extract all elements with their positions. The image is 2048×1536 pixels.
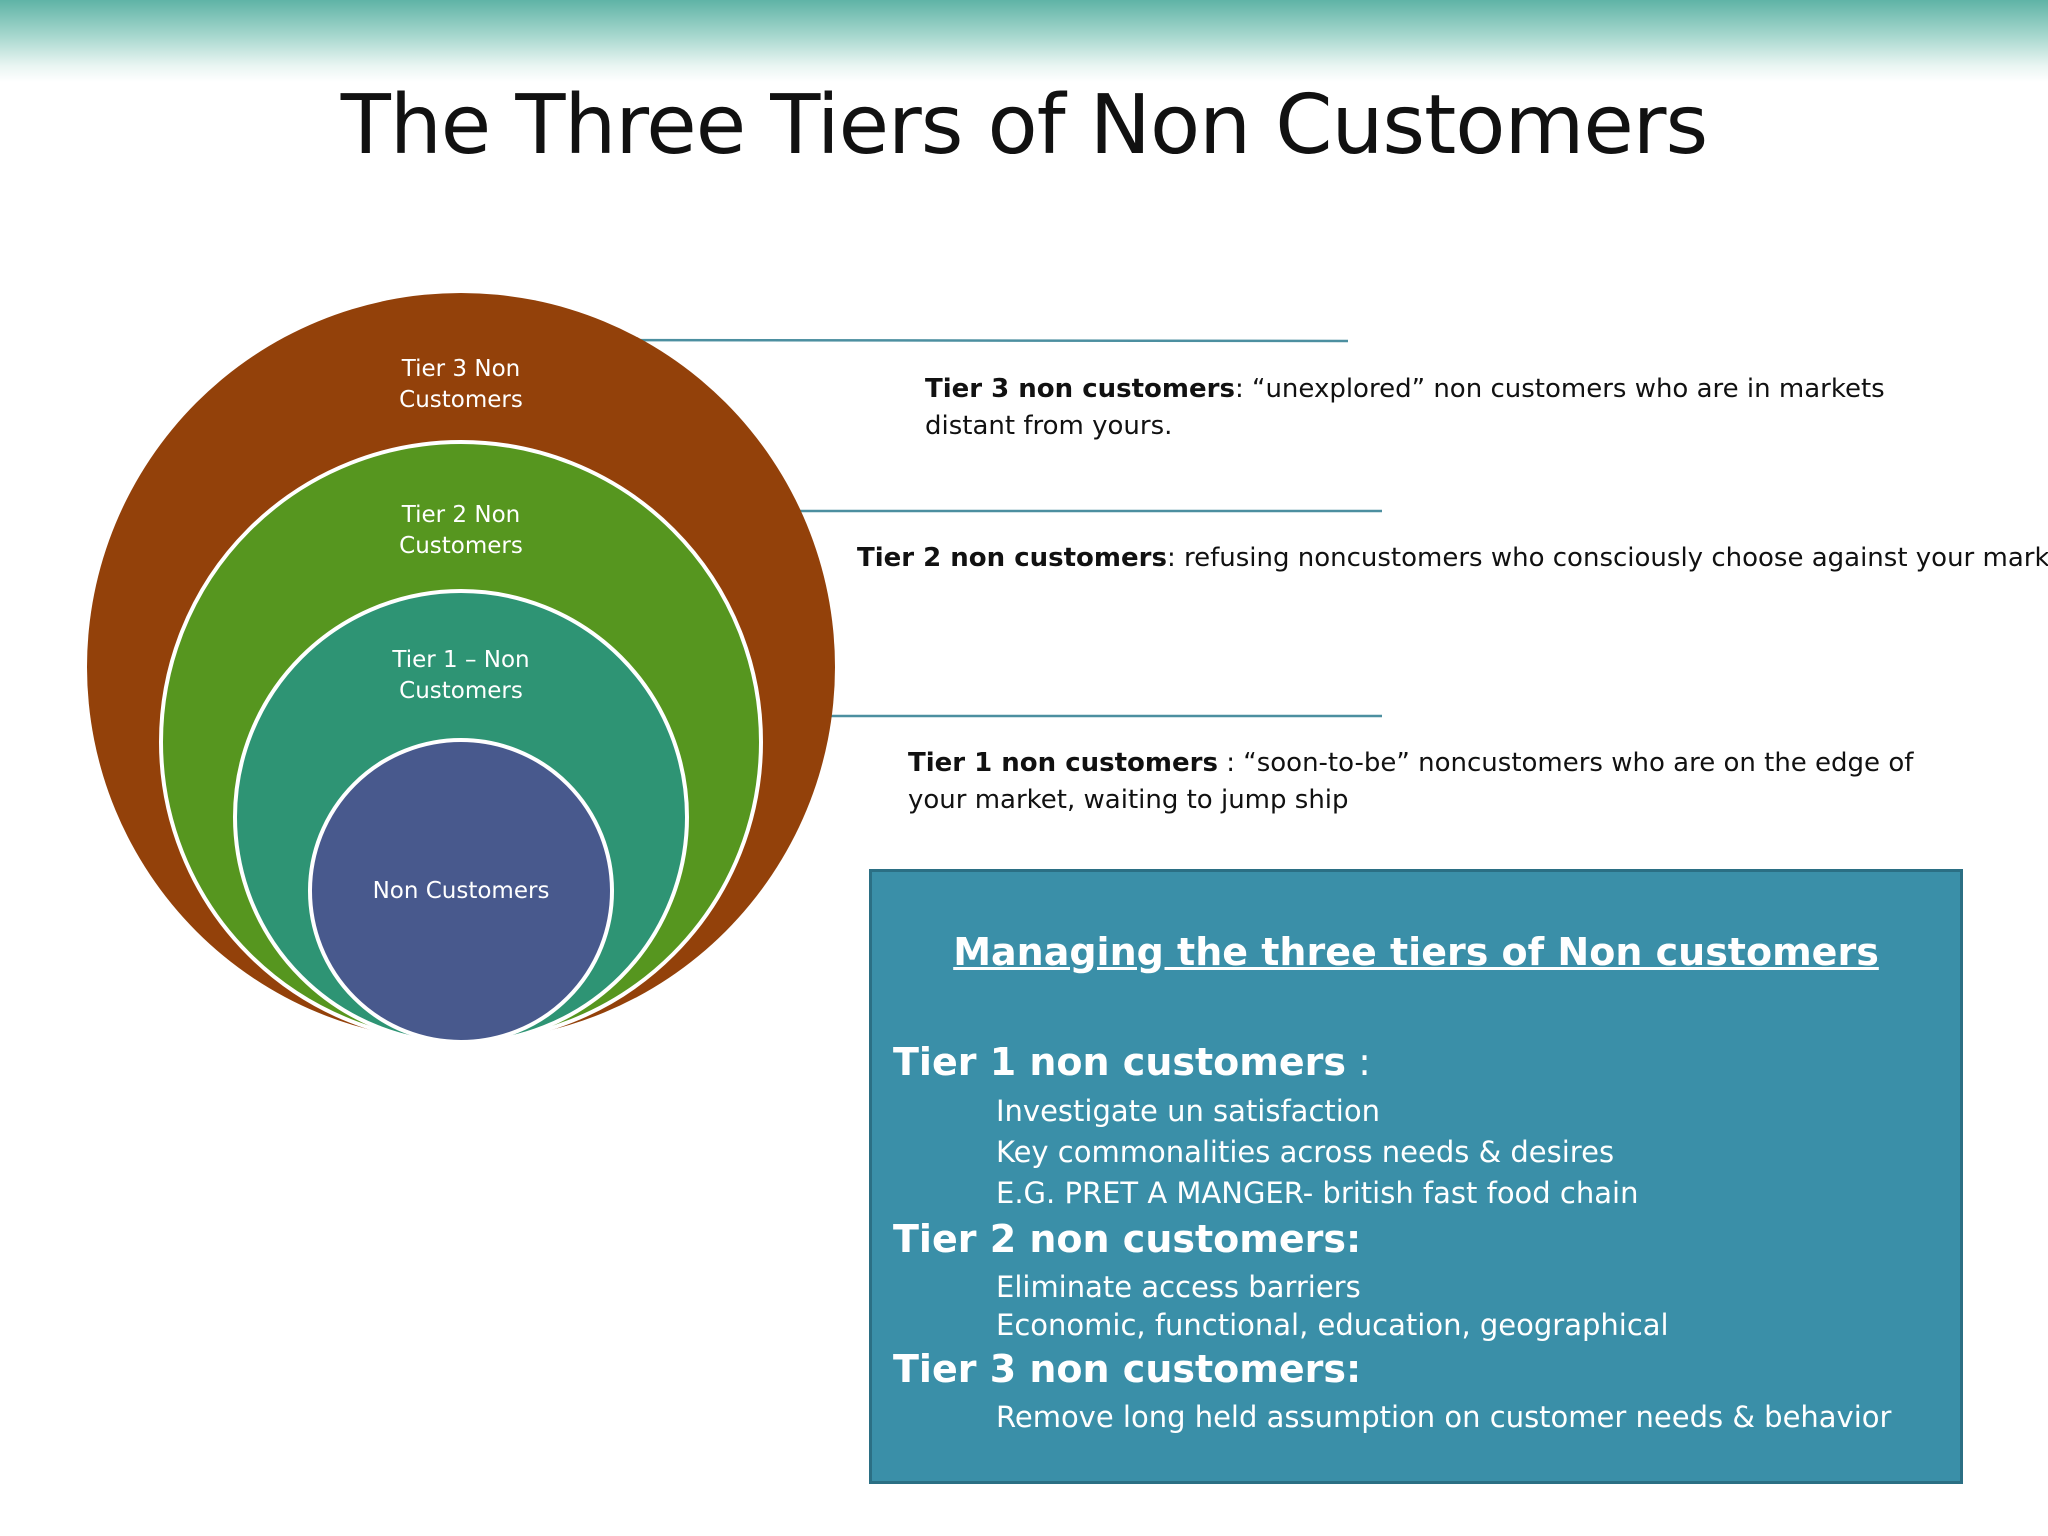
box-tier1-item: E.G. PRET A MANGER- british fast food ch…: [996, 1176, 1639, 1210]
box-tier2-item: Eliminate access barriers: [996, 1270, 1361, 1304]
managing-box-title: Managing the three tiers of Non customer…: [953, 930, 1879, 974]
tier3-connector-line: [579, 338, 1349, 343]
tier2-ring-label-line2: Customers: [399, 533, 523, 559]
tier3-term: Tier 3 non customers: [925, 374, 1235, 404]
box-tier1-heading-text: Tier 1 non customers: [893, 1040, 1346, 1084]
nested-tiers-diagram: Tier 3 Non Customers Tier 2 Non Customer…: [87, 293, 1382, 1045]
tier1-ring-label-line1: Tier 1 – Non: [391, 647, 529, 673]
box-tier2-heading: Tier 2 non customers:: [893, 1217, 1361, 1261]
core-circle: [308, 738, 614, 1044]
box-tier1-item: Investigate un satisfaction: [996, 1094, 1380, 1128]
tier3-description-line2: distant from yours.: [925, 411, 1173, 441]
tier3-description: Tier 3 non customers: “unexplored” non c…: [925, 371, 1965, 445]
box-tier1-colon: :: [1346, 1040, 1371, 1084]
box-tier1-heading: Tier 1 non customers :: [893, 1040, 1371, 1084]
tier1-ring-label-line2: Customers: [399, 678, 523, 704]
header-gradient-band: [0, 0, 2048, 82]
tier1-description: Tier 1 non customers : “soon-to-be” nonc…: [908, 745, 1968, 819]
box-tier2-heading-text: Tier 2 non customers: [893, 1217, 1346, 1261]
slide-title: The Three Tiers of Non Customers: [340, 78, 1708, 173]
managing-tiers-box: Managing the three tiers of Non customer…: [869, 869, 1963, 1484]
box-tier3-colon: :: [1346, 1347, 1362, 1391]
box-tier3-heading-text: Tier 3 non customers: [893, 1347, 1346, 1391]
box-tier2-colon: :: [1346, 1217, 1362, 1261]
core-label: Non Customers: [373, 878, 550, 904]
tier3-description-text: : “unexplored” non customers who are in …: [1234, 374, 1885, 404]
tier2-term: Tier 2 non customers: [857, 543, 1167, 573]
tier1-term: Tier 1 non customers: [908, 748, 1218, 778]
box-tier1-item: Key commonalities across needs & desires: [996, 1135, 1615, 1169]
tier1-description-text: : “soon-to-be” noncustomers who are on t…: [1217, 748, 1914, 778]
tier3-ring-label-line1: Tier 3 Non: [401, 356, 520, 382]
box-tier3-item: Remove long held assumption on customer …: [996, 1400, 1892, 1434]
tier2-description-text: : refusing noncustomers who consciously …: [1166, 543, 2048, 573]
tier2-description: Tier 2 non customers: refusing noncustom…: [857, 540, 2048, 577]
tier1-description-line2: your market, waiting to jump ship: [908, 785, 1349, 815]
tier2-ring-label-line1: Tier 2 Non: [401, 502, 520, 528]
box-tier2-item: Economic, functional, education, geograp…: [996, 1308, 1669, 1342]
tier3-ring-label-line2: Customers: [399, 387, 523, 413]
box-tier3-heading: Tier 3 non customers:: [893, 1347, 1361, 1391]
